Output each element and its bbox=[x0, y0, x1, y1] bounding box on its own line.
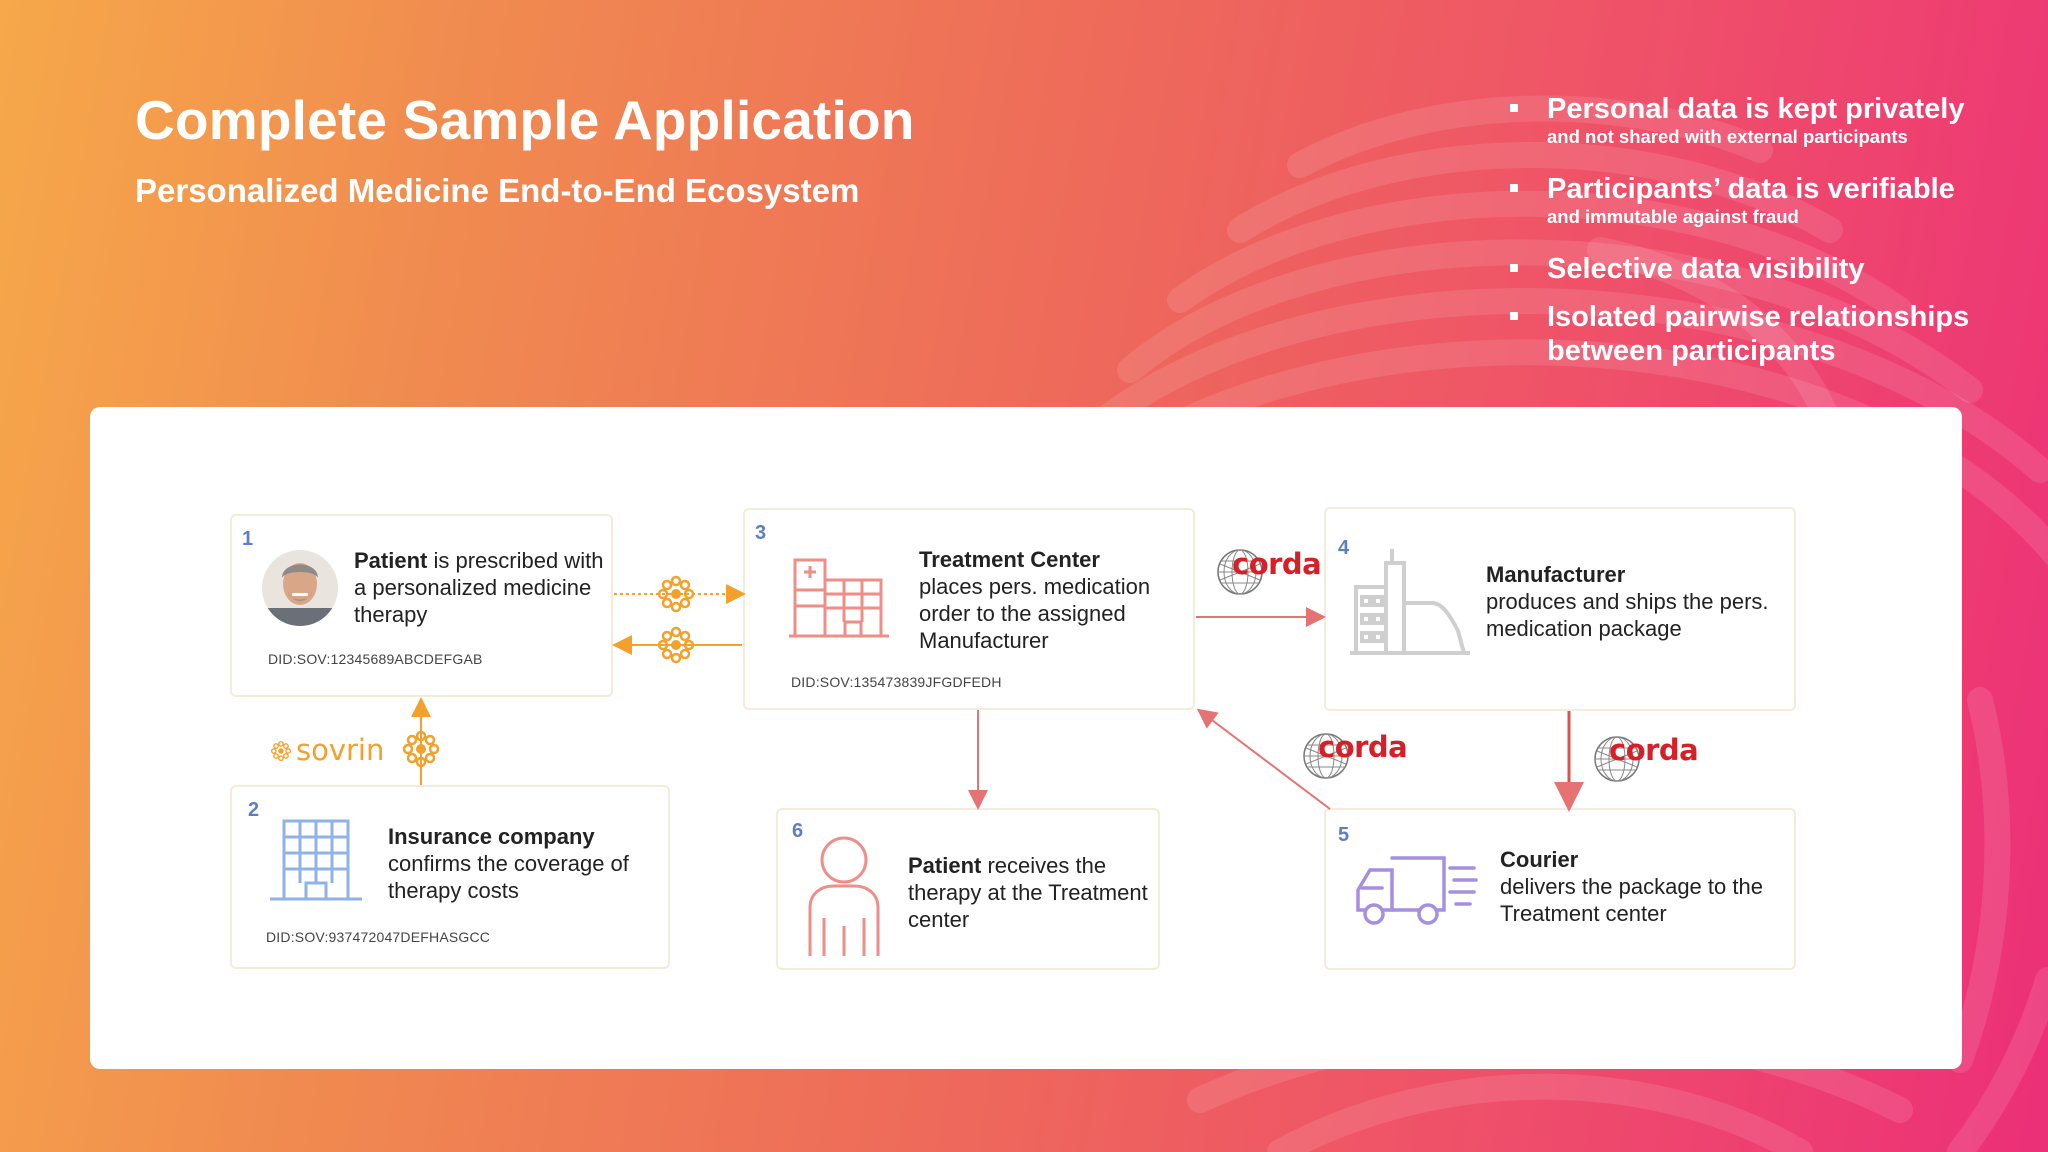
bullet-sub-text: and immutable against fraud bbox=[1547, 206, 1799, 227]
corda-logo-text: corda bbox=[1232, 547, 1322, 581]
page-title: Complete Sample Application bbox=[135, 89, 915, 151]
courier-label: Courier bbox=[1500, 847, 1579, 872]
patient-avatar bbox=[262, 550, 338, 626]
patient-receives-label: Patient bbox=[908, 853, 982, 878]
sovrin-logo-icon bbox=[270, 740, 292, 762]
manufacturer-label: Manufacturer bbox=[1486, 562, 1626, 587]
insurance-label: Insurance company bbox=[388, 824, 595, 849]
insurance-did: DID:SOV:937472047DEFHASGCC bbox=[266, 929, 491, 945]
step-number: 6 bbox=[792, 820, 804, 842]
treatment-label: Treatment Center bbox=[919, 547, 1100, 572]
sovrin-logo-text: sovrin bbox=[296, 733, 385, 767]
patient-label: Patient bbox=[354, 548, 428, 573]
step-number: 2 bbox=[248, 799, 260, 821]
hospital-icon bbox=[789, 558, 889, 638]
card-patient: 1 Patient is prescribed with a personali… bbox=[230, 514, 613, 697]
step-number: 4 bbox=[1338, 537, 1350, 559]
step-number: 5 bbox=[1338, 824, 1350, 846]
manufacturer-text: produces and ships the pers. medication … bbox=[1486, 589, 1769, 641]
building-icon bbox=[270, 819, 362, 901]
flow-arrows bbox=[270, 549, 1640, 812]
bullet-main-text: Participants’ data is verifiable bbox=[1547, 173, 1955, 205]
feature-bullet-list: Personal data is kept privately and not … bbox=[1505, 92, 2025, 382]
step-number: 1 bbox=[242, 528, 254, 550]
treatment-text: places pers. medication order to the ass… bbox=[919, 574, 1151, 653]
step-number: 3 bbox=[755, 522, 767, 544]
patient-did: DID:SOV:12345689ABCDEFGAB bbox=[268, 651, 483, 667]
insurance-text: confirms the coverage of therapy costs bbox=[388, 851, 629, 903]
corda-logo-text: corda bbox=[1318, 730, 1408, 764]
bullet-sub-text: and not shared with external participant… bbox=[1547, 126, 1908, 147]
bullet-main-text: Selective data visibility bbox=[1547, 253, 1865, 285]
arrow-courier-to-treatment bbox=[1196, 708, 1331, 810]
person-icon bbox=[808, 836, 880, 956]
diagram-panel: 1 Patient is prescribed with a personali… bbox=[90, 407, 1962, 1069]
bullet-item: Selective data visibility bbox=[1505, 252, 2025, 286]
treatment-did: DID:SOV:135473839JFGDFEDH bbox=[791, 674, 1002, 690]
courier-text: delivers the package to the Treatment ce… bbox=[1500, 874, 1763, 926]
patient-receives-text: receives the therapy at the Treatment ce… bbox=[908, 853, 1148, 932]
patient-receives-description: Patient receives the therapy at the Trea… bbox=[908, 852, 1148, 933]
delivery-truck-icon bbox=[1356, 856, 1478, 925]
bullet-main-text: Personal data is kept privately bbox=[1547, 93, 1965, 125]
patient-text: is prescribed with a personalized medici… bbox=[354, 548, 604, 627]
bullet-item: Isolated pairwise relationships between … bbox=[1505, 300, 2025, 368]
corda-logo-text: corda bbox=[1609, 733, 1699, 767]
patient-description: Patient is prescribed with a personalize… bbox=[354, 547, 604, 628]
card-patient-receives: 6 Patient receives the therapy at the Tr… bbox=[776, 808, 1160, 970]
factory-icon bbox=[1350, 549, 1470, 655]
bullet-item: Participants’ data is verifiable and imm… bbox=[1505, 172, 2025, 228]
bullet-item: Personal data is kept privately and not … bbox=[1505, 92, 2025, 148]
page-subtitle: Personalized Medicine End-to-End Ecosyst… bbox=[135, 172, 860, 209]
bullet-main-text: Isolated pairwise relationships between … bbox=[1547, 301, 1970, 367]
